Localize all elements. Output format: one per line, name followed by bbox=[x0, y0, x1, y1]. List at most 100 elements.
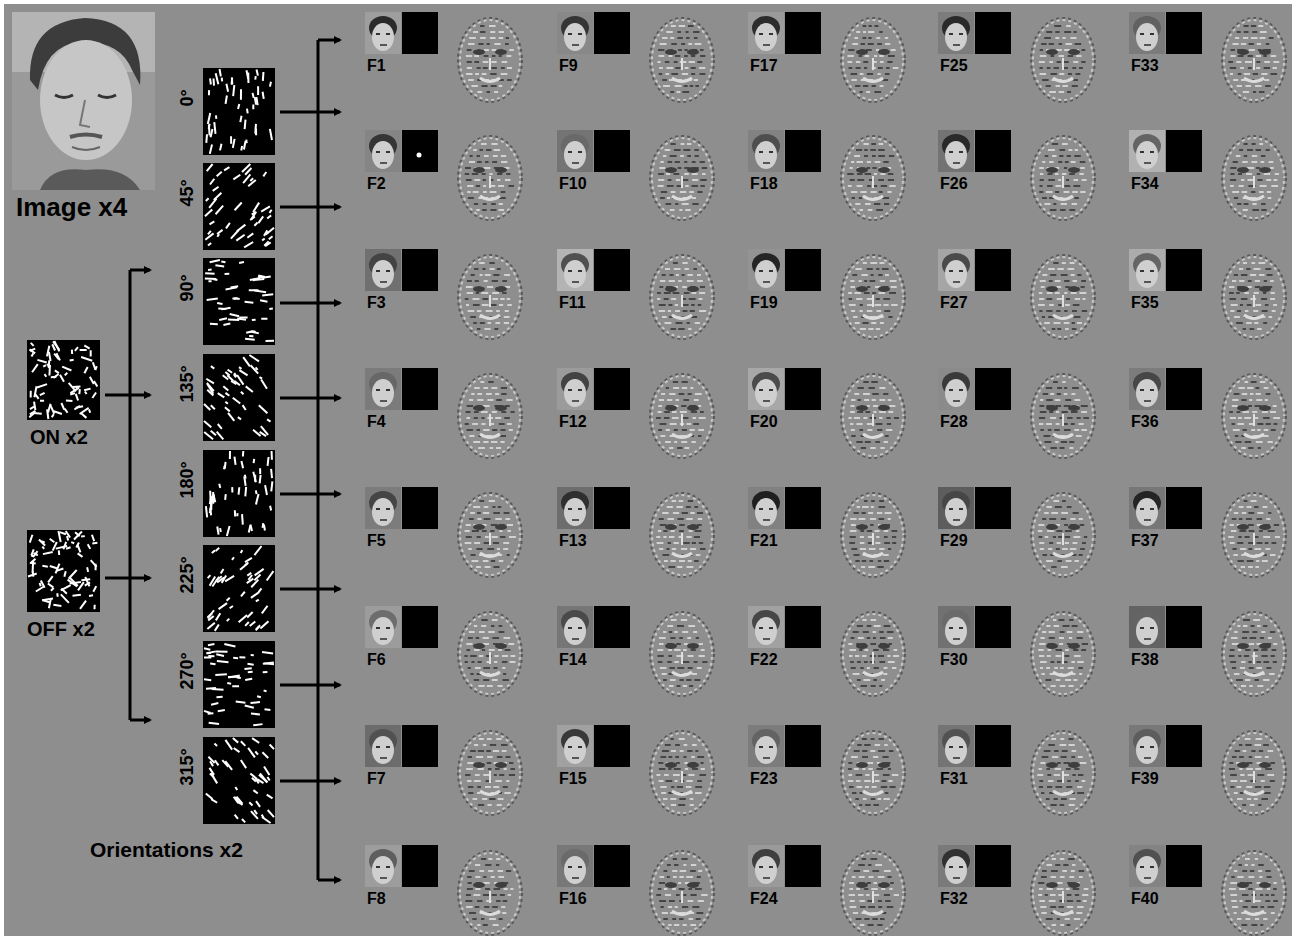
filter-stripe bbox=[692, 417, 696, 419]
filter-stripe bbox=[673, 876, 677, 878]
edge-stroke bbox=[210, 221, 215, 224]
filter-stripe bbox=[482, 649, 485, 651]
filter-stripe bbox=[660, 667, 667, 669]
thumb-ground bbox=[365, 12, 401, 54]
edge-stroke bbox=[252, 105, 254, 110]
filter-stripe bbox=[688, 500, 693, 502]
edge-stroke bbox=[55, 370, 59, 373]
edge-map bbox=[203, 545, 275, 632]
filter-stripe bbox=[667, 185, 674, 187]
filter-stripe bbox=[684, 762, 687, 764]
filter-stripe bbox=[475, 667, 481, 669]
edge-stroke bbox=[48, 583, 53, 587]
filter-eye bbox=[495, 524, 507, 530]
edge-stroke bbox=[62, 367, 71, 371]
filter-stripe bbox=[499, 55, 502, 57]
filter-stripe bbox=[871, 381, 878, 383]
eye bbox=[578, 270, 582, 272]
edge-stroke bbox=[215, 115, 217, 119]
filter-stripe bbox=[489, 25, 496, 27]
filter-stripe bbox=[496, 900, 500, 902]
filter-stripe bbox=[491, 61, 496, 63]
edge-stroke bbox=[245, 679, 252, 680]
filter-nose bbox=[489, 414, 491, 426]
arrow bbox=[280, 206, 340, 209]
filter-stripe bbox=[491, 876, 495, 878]
filter-stripe bbox=[467, 762, 473, 764]
filter-stripe bbox=[691, 55, 695, 57]
filter-stripe bbox=[483, 61, 489, 63]
filter-stripe bbox=[692, 179, 698, 181]
filter-stripe bbox=[487, 804, 491, 806]
filter-stripe bbox=[487, 756, 493, 758]
filter-stripe bbox=[498, 185, 504, 187]
filter-stripe bbox=[467, 876, 472, 878]
edge-stroke bbox=[209, 723, 219, 724]
response-map bbox=[402, 487, 438, 529]
arrow bbox=[280, 302, 340, 305]
face bbox=[564, 736, 586, 764]
filter-stripe bbox=[673, 774, 680, 776]
eye bbox=[568, 33, 572, 35]
arrow bbox=[130, 269, 150, 272]
edge-stroke bbox=[208, 575, 211, 578]
edge-stroke bbox=[244, 667, 251, 670]
edge-stroke bbox=[240, 116, 241, 122]
filter-stripe bbox=[465, 423, 469, 425]
filter-stripe bbox=[496, 310, 500, 312]
filter-stripe bbox=[478, 685, 484, 687]
filter-stripe bbox=[474, 55, 479, 57]
edge-map-ground bbox=[27, 340, 100, 420]
face-thumbnail bbox=[557, 487, 630, 529]
edge-stroke bbox=[257, 779, 263, 783]
filter-stripe bbox=[667, 864, 671, 866]
filter-stripe bbox=[692, 906, 699, 908]
filter-stripe bbox=[498, 649, 502, 651]
edge-stroke bbox=[32, 561, 35, 573]
response-map bbox=[594, 12, 630, 54]
filter-stripe bbox=[700, 161, 705, 163]
filter-stripe bbox=[865, 203, 871, 205]
edge-stroke bbox=[51, 376, 57, 378]
filter-stripe bbox=[888, 55, 895, 57]
filter-stripe bbox=[672, 888, 676, 890]
filter-stripe bbox=[477, 786, 481, 788]
filter-stripe bbox=[668, 649, 672, 651]
edge-stroke bbox=[90, 350, 92, 356]
filter-stripe bbox=[483, 560, 489, 562]
filter-eye bbox=[495, 643, 507, 649]
filter-stripe bbox=[682, 906, 688, 908]
filter-eye bbox=[856, 405, 868, 411]
filter-stripe bbox=[869, 280, 875, 282]
edge-stroke bbox=[209, 508, 212, 516]
filter-outline bbox=[652, 733, 712, 813]
filter-stripe bbox=[699, 417, 706, 419]
filter-stripe bbox=[507, 298, 510, 300]
filter-stripe bbox=[671, 619, 677, 621]
filter-stripe bbox=[467, 405, 473, 407]
filter-stripe bbox=[488, 858, 492, 860]
filter-stripe bbox=[677, 447, 682, 449]
filter-stripe bbox=[490, 73, 496, 75]
face bbox=[564, 23, 586, 51]
edge-stroke bbox=[251, 654, 254, 656]
filter-stripe bbox=[847, 55, 853, 57]
edge-stroke bbox=[263, 671, 268, 673]
filter-stripe bbox=[684, 173, 689, 175]
filter-stripe bbox=[875, 441, 880, 443]
filter-eye bbox=[665, 405, 677, 411]
edge-stroke bbox=[58, 550, 60, 555]
edge-stroke bbox=[210, 773, 214, 776]
filter-stripe bbox=[657, 649, 663, 651]
edge-stroke bbox=[251, 702, 260, 703]
filter-stripe bbox=[663, 631, 666, 633]
filter-stripe bbox=[497, 756, 503, 758]
edge-stroke bbox=[31, 549, 33, 555]
edge-stroke bbox=[225, 407, 230, 411]
filter-stripe bbox=[480, 322, 485, 324]
edge-stroke bbox=[251, 592, 259, 598]
filter-stripe bbox=[496, 858, 500, 860]
edge-stroke bbox=[261, 206, 270, 211]
filter-stripe bbox=[483, 774, 489, 776]
filter-stripe bbox=[690, 387, 693, 389]
